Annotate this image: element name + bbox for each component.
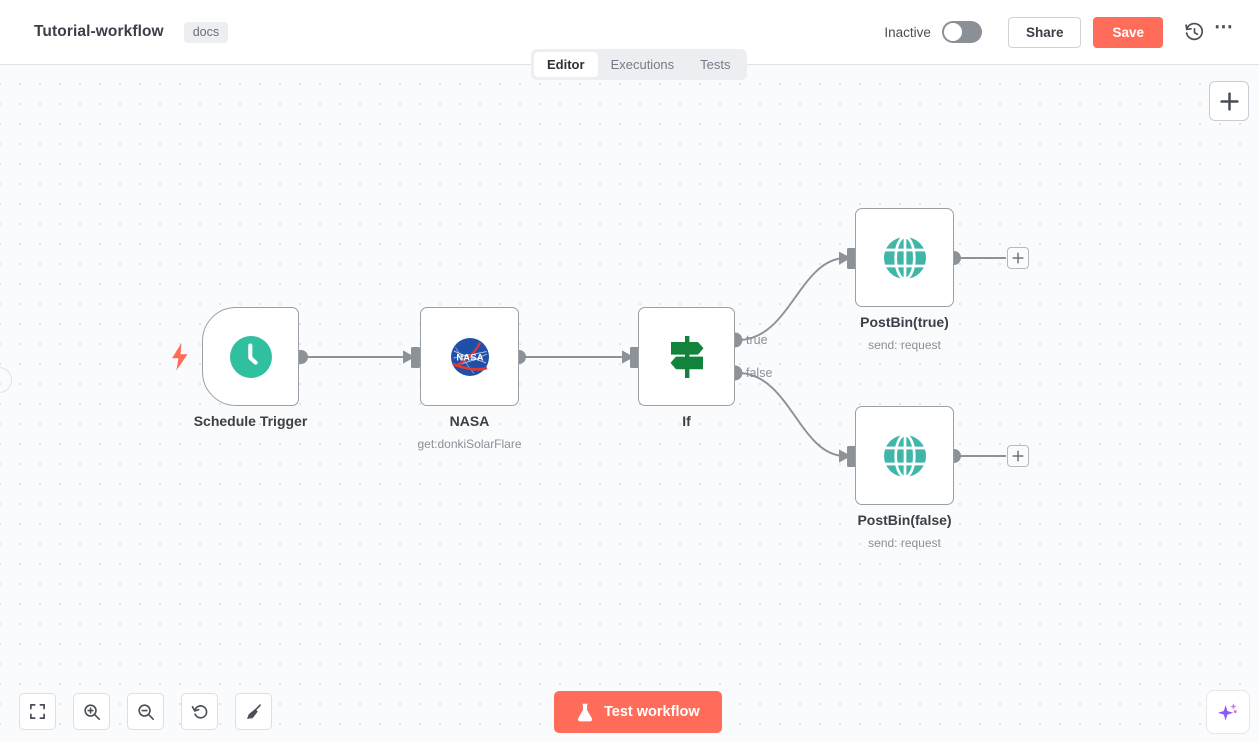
svg-text:NASA: NASA — [456, 351, 483, 362]
node-if[interactable] — [638, 307, 735, 406]
plus-icon — [1219, 91, 1239, 111]
plus-icon — [1012, 252, 1024, 264]
port-label-true: true — [746, 333, 768, 347]
plus-icon — [1012, 450, 1024, 462]
workflow-tag[interactable]: docs — [183, 21, 229, 43]
globe-icon — [883, 235, 926, 280]
zoom-out-button[interactable] — [127, 693, 164, 730]
node-postbin-false[interactable] — [855, 406, 954, 505]
lightning-bolt-icon — [172, 343, 188, 371]
reset-zoom-button[interactable] — [181, 693, 218, 730]
node-postbin-true[interactable] — [855, 208, 954, 307]
signpost-icon — [670, 335, 703, 378]
node-label-postbin-true: PostBin(true) — [860, 314, 949, 330]
add-node-after-postbin-true[interactable] — [1007, 247, 1029, 269]
zoom-to-fit-button[interactable] — [19, 693, 56, 730]
add-node-after-postbin-false[interactable] — [1007, 445, 1029, 467]
magnifier-plus-icon — [83, 703, 100, 720]
add-node-button[interactable] — [1209, 81, 1249, 121]
node-label-postbin-false: PostBin(false) — [857, 512, 952, 528]
flask-icon — [577, 703, 593, 721]
share-button[interactable]: Share — [1007, 16, 1082, 48]
clock-icon — [229, 335, 272, 378]
ai-assistant-button[interactable] — [1206, 690, 1250, 734]
broom-icon — [246, 703, 261, 719]
node-sublabel-postbin-true: send: request — [868, 338, 941, 352]
undo-arrow-icon — [191, 704, 207, 719]
node-label-nasa: NASA — [449, 413, 490, 429]
node-sublabel-nasa: get:donkiSolarFlare — [417, 437, 522, 451]
node-label-schedule-trigger: Schedule Trigger — [193, 413, 308, 429]
connection-lines — [294, 248, 1006, 467]
toggle-knob — [943, 23, 962, 41]
ellipsis-icon[interactable]: ⋯ — [1214, 17, 1234, 38]
workflow-tab-bar: Editor Executions Tests — [531, 49, 747, 80]
node-sublabel-postbin-false: send: request — [868, 536, 941, 550]
nasa-logo-icon: NASA — [450, 337, 489, 376]
tab-editor[interactable]: Editor — [534, 52, 598, 77]
workflow-canvas[interactable]: Schedule Trigger NASA NASA get:donkiSola… — [0, 65, 1259, 742]
app-header: Tutorial-workflow docs Inactive Share Sa… — [0, 0, 1259, 65]
test-workflow-label: Test workflow — [604, 704, 700, 720]
globe-icon — [883, 433, 926, 478]
header-actions: Inactive Share Save ⋯ — [884, 16, 1239, 48]
zoom-in-button[interactable] — [73, 693, 110, 730]
save-button[interactable]: Save — [1093, 16, 1163, 48]
tidy-up-button[interactable] — [235, 693, 272, 730]
node-nasa[interactable]: NASA — [420, 307, 519, 406]
port-label-false: false — [746, 366, 773, 380]
tab-tests[interactable]: Tests — [700, 57, 731, 72]
activation-status-label: Inactive — [884, 24, 931, 40]
magnifier-minus-icon — [137, 703, 154, 720]
node-schedule-trigger[interactable] — [202, 307, 299, 406]
fit-screen-icon — [30, 704, 45, 719]
test-workflow-button[interactable]: Test workflow — [554, 691, 722, 733]
tab-executions[interactable]: Executions — [610, 57, 675, 72]
sparkle-icon — [1218, 703, 1237, 721]
activate-workflow-toggle[interactable] — [941, 21, 982, 43]
node-label-if: If — [682, 413, 691, 429]
page-title: Tutorial-workflow — [34, 23, 164, 40]
history-clock-icon[interactable] — [1179, 17, 1209, 47]
